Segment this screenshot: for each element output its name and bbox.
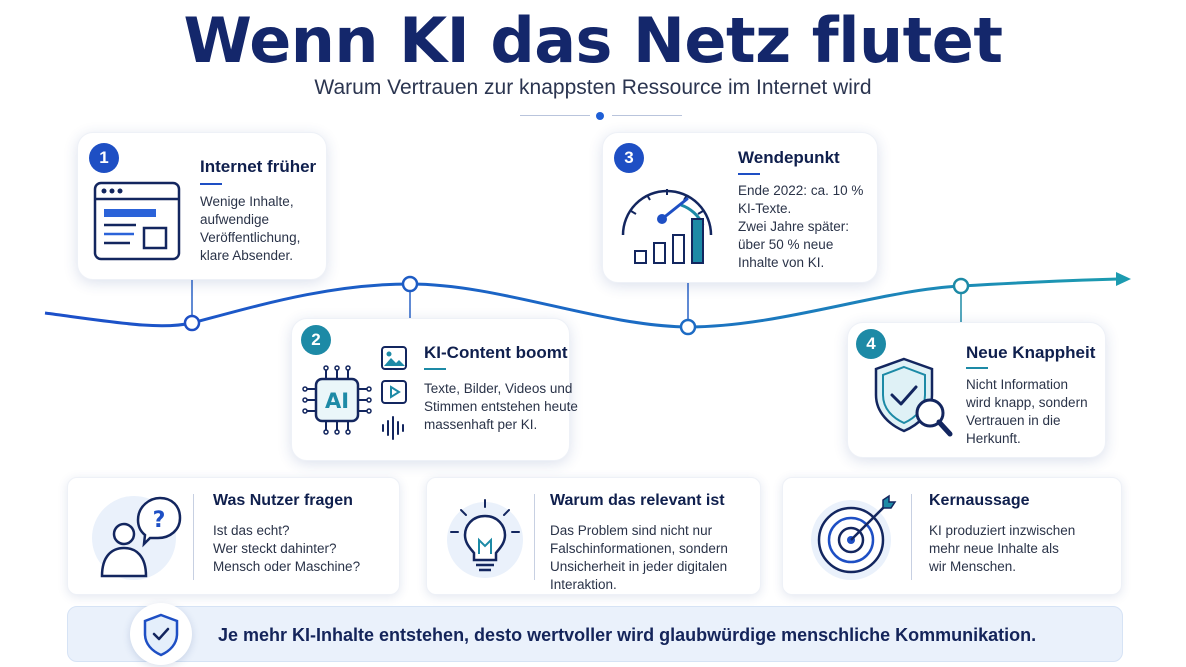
title-underline (200, 183, 222, 185)
ai-chip-label: AI (325, 389, 349, 413)
step-badge-1: 1 (89, 143, 119, 173)
lightbulb-icon (447, 499, 523, 578)
page-subtitle: Warum Vertrauen zur knappsten Ressource … (314, 76, 872, 99)
step-badge-2: 2 (301, 325, 331, 355)
timeline-card-3: 3 Wendepunkt Ende 2022: ca. 10 % KI-Text… (602, 132, 878, 283)
timeline-card-1: 1 Internet früher Wenige Inhalte, aufwen… (77, 132, 327, 280)
shield-check-icon (143, 613, 179, 657)
card-title: KI-Content boomt (424, 343, 568, 362)
banner-shield-badge (130, 603, 192, 665)
info-title: Warum das relevant ist (550, 492, 725, 509)
timeline-card-2: 2 AI KI-Content boomt Texte, B (291, 318, 578, 461)
page-title: Wenn KI das Netz flutet (183, 4, 1003, 77)
step-badge-3: 3 (614, 143, 644, 173)
video-icon (381, 380, 407, 404)
title-underline (966, 367, 988, 369)
gauge-chart-icon (621, 189, 713, 264)
summary-banner (67, 606, 1123, 662)
card-text: Ende 2022: ca. 10 % KI-Texte. Zwei Jahre… (738, 183, 864, 270)
image-icon (381, 346, 407, 370)
card-title: Neue Knappheit (966, 343, 1096, 362)
shield-magnifier-icon (874, 357, 953, 437)
info-text: Das Problem sind nicht nur Falschinforma… (550, 523, 728, 592)
card-title: Internet früher (200, 157, 317, 176)
info-card-user-questions: ? Was Nutzer fragen Ist das echt? Wer st… (67, 477, 400, 595)
card-text: Nicht Information wird knapp, sondern Ve… (966, 377, 1088, 446)
info-card-key-message: Kernaussage KI produziert inzwischen meh… (782, 477, 1122, 595)
user-question-icon: ? (92, 496, 182, 580)
info-title: Was Nutzer fragen (213, 492, 353, 509)
card-title: Wendepunkt (738, 148, 840, 167)
banner-text: Je mehr KI-Inhalte entstehen, desto wert… (218, 625, 1037, 645)
info-card-relevance: Warum das relevant ist Das Problem sind … (426, 477, 761, 595)
ai-chip-icon: AI (302, 365, 372, 435)
audio-wave-icon (382, 416, 404, 440)
browser-window-icon (93, 181, 181, 261)
timeline-card-4: 4 Neue Knappheit Nicht Information wird … (847, 322, 1106, 458)
target-arrow-icon (811, 494, 897, 580)
svg-text:?: ? (153, 508, 166, 533)
info-text: KI produziert inzwischen mehr neue Inhal… (929, 523, 1076, 574)
card-text: Wenige Inhalte, aufwendige Veröffentlich… (200, 194, 301, 263)
title-divider (520, 112, 682, 120)
info-text: Ist das echt? Wer steckt dahinter? Mensc… (213, 523, 361, 574)
card-text: Texte, Bilder, Videos und Stimmen entste… (424, 381, 578, 432)
step-badge-4: 4 (856, 329, 886, 359)
title-underline (424, 368, 446, 370)
info-title: Kernaussage (929, 492, 1030, 509)
title-underline (738, 173, 760, 175)
